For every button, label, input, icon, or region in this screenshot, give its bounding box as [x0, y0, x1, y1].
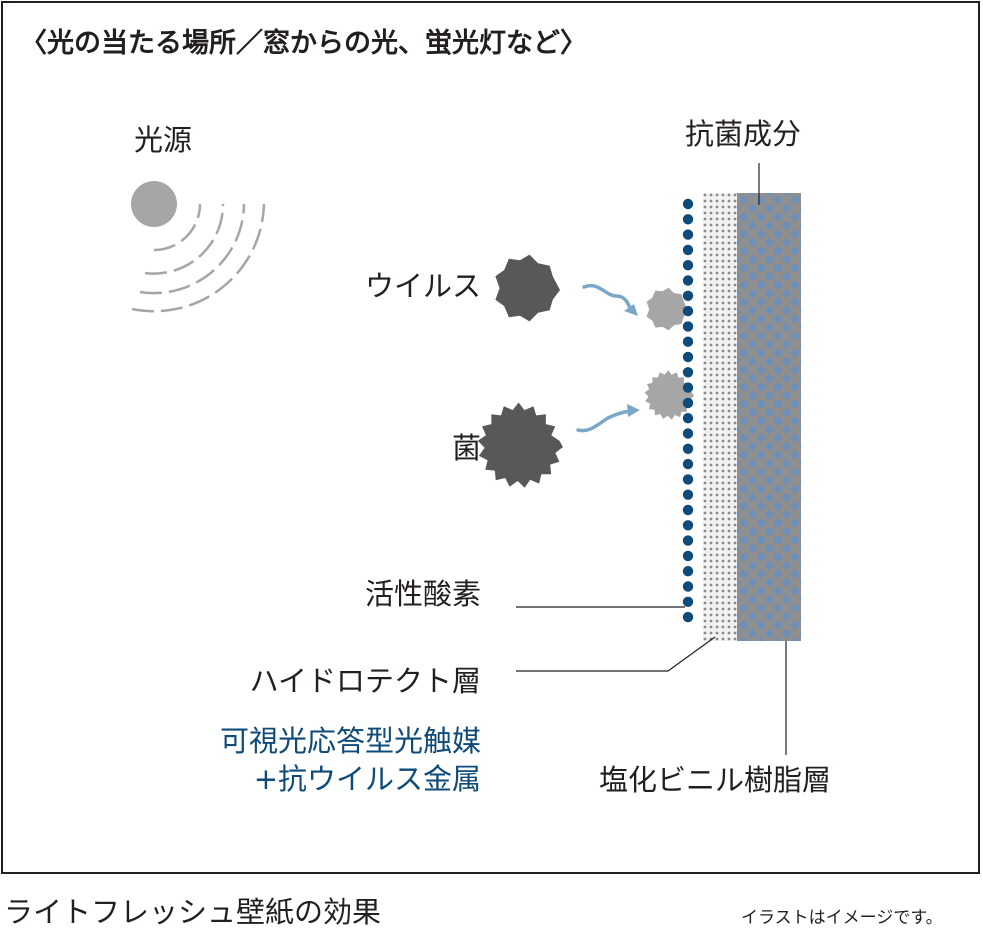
active-oxygen-dot [682, 489, 694, 500]
pvc-resin-layer [736, 193, 801, 641]
figure-caption: ライトフレッシュ壁紙の効果 [4, 895, 382, 929]
diagram-frame [1, 1, 980, 874]
active-oxygen-dot [682, 413, 694, 424]
virus-icon [495, 254, 560, 322]
bacteria-arrowhead-icon [627, 404, 640, 417]
active-oxygen-dot [682, 198, 694, 210]
active-oxygen-dot [682, 321, 694, 332]
virus-at-wall-icon [646, 287, 688, 331]
active-oxygen-dot [682, 214, 694, 225]
bacteria-icon [477, 402, 563, 488]
virus-arrowhead-icon [624, 304, 638, 316]
active-oxygen-label: 活性酸素 [364, 577, 481, 611]
diagram-title: 〈光の当たる場所／窓からの光、蛍光灯など〉 [20, 28, 587, 59]
active-oxygen-dot [682, 290, 694, 301]
active-oxygen-dot [682, 244, 694, 256]
active-oxygen-dot [682, 367, 694, 378]
active-oxygen-dot [682, 458, 694, 470]
active-oxygen-dots [682, 198, 694, 623]
light-source-label: 光源 [134, 123, 193, 157]
virus-arrow-icon [582, 283, 633, 312]
active-oxygen-dot [682, 443, 694, 454]
photocatalyst-label: 可視光応答型光触媒 [219, 724, 481, 758]
image-note: イラストはイメージです。 [741, 908, 943, 928]
active-oxygen-dot [682, 336, 694, 347]
active-oxygen-dot [682, 260, 694, 271]
active-oxygen-dot [682, 520, 694, 531]
light-source-icon [131, 181, 177, 227]
active-oxygen-dot [682, 535, 694, 546]
active-oxygen-dot [682, 550, 694, 562]
antibacterial-label: 抗菌成分 [685, 117, 802, 151]
active-oxygen-dot [682, 275, 694, 286]
active-oxygen-dot [682, 397, 694, 409]
bacteria-at-wall-icon [644, 370, 694, 420]
active-oxygen-dot [682, 596, 694, 607]
bacteria-label: 菌 [451, 431, 481, 465]
active-oxygen-dot [682, 351, 694, 363]
active-oxygen-dot [682, 428, 694, 439]
bacteria-arrow-icon [576, 409, 632, 433]
pvc-layer-label: 塩化ビニル樹脂層 [599, 763, 832, 797]
active-oxygen-dot [682, 382, 694, 393]
antiviral-metal-label: +抗ウイルス金属 [253, 762, 481, 796]
hydrotect-layer [703, 193, 737, 641]
active-oxygen-dot [682, 305, 694, 317]
active-oxygen-dot [682, 611, 694, 623]
hydrotect-layer-label: ハイドロテクト層 [249, 664, 481, 698]
active-oxygen-dot [682, 474, 694, 485]
virus-label: ウイルス [364, 269, 481, 303]
leader-lines [516, 163, 787, 755]
active-oxygen-dot [682, 504, 694, 516]
active-oxygen-dot [682, 566, 694, 577]
light-rays-icon [131, 203, 266, 313]
active-oxygen-dot [682, 581, 694, 592]
active-oxygen-dot [682, 229, 694, 240]
